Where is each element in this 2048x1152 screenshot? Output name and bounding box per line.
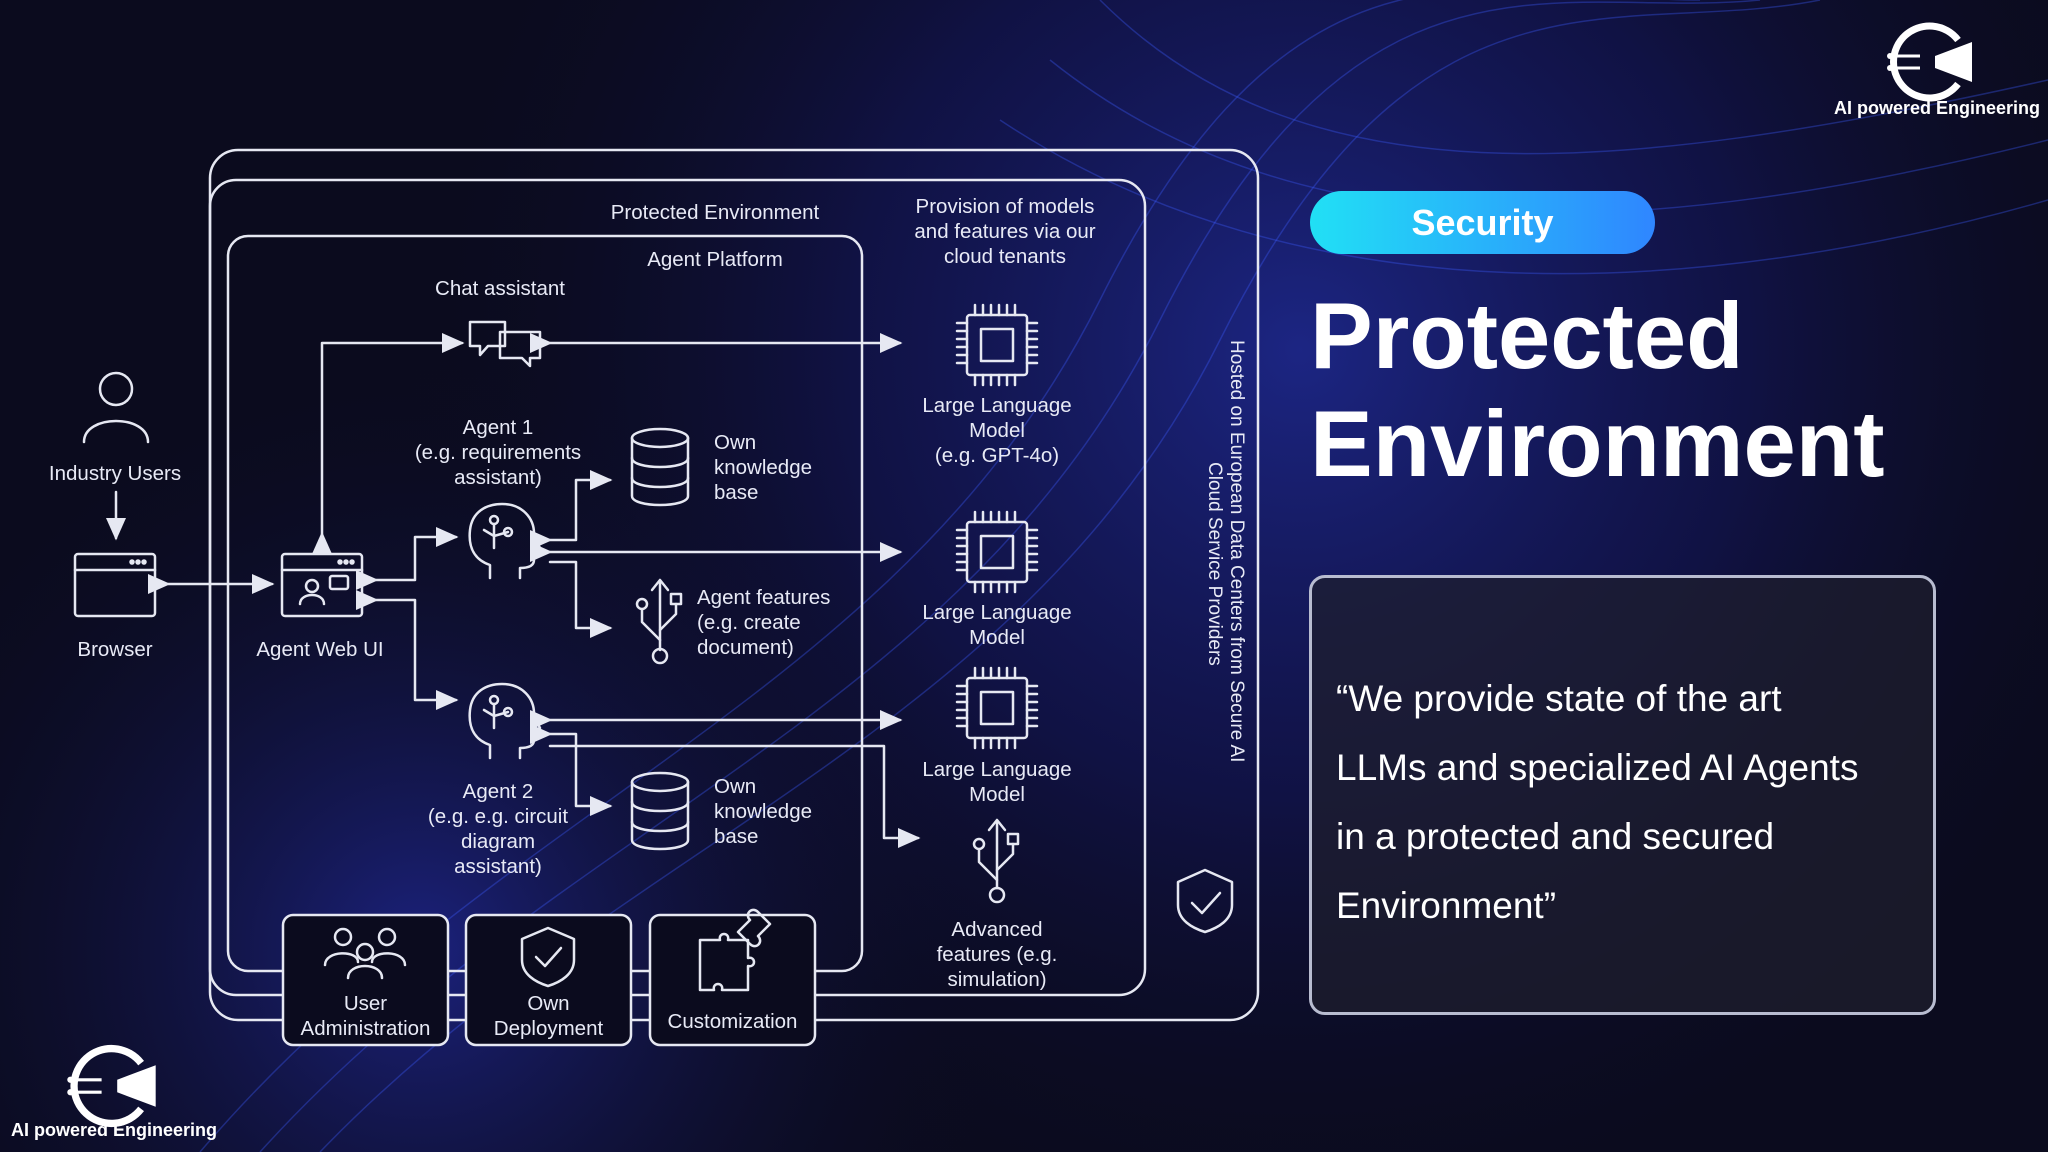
advanced-features-usb-icon xyxy=(972,818,1020,904)
agent-1-brain-icon xyxy=(468,502,542,580)
database-icon xyxy=(630,427,690,507)
protected-environment-frame xyxy=(208,178,1147,997)
hosted-line-1: Hosted on European Data Centers from Sec… xyxy=(1226,340,1245,762)
llm-1-label: Large Language Model (e.g. GPT-4o) xyxy=(922,394,1072,467)
llm-chip-icon xyxy=(955,666,1039,750)
title-line-1: Protected xyxy=(1310,283,1744,388)
usb-features-icon xyxy=(635,578,683,665)
agent-features-label: Agent features (e.g. create document) xyxy=(697,586,831,659)
brand-logo-icon xyxy=(1887,22,1972,102)
user-icon xyxy=(82,371,150,444)
provision-label: Provision of models and features via our… xyxy=(914,195,1096,268)
llm-chip-icon xyxy=(955,303,1039,387)
brand-name: AI powered Engineering xyxy=(1834,98,2041,118)
customization-label: Customization xyxy=(667,1010,798,1033)
llm-3-label: Large Language Model xyxy=(922,758,1072,806)
customization-box xyxy=(648,913,817,1047)
page-title: Protected Environment xyxy=(1310,282,2010,498)
title-line-2: Environment xyxy=(1310,391,1885,496)
brand-name: AI powered Engineering xyxy=(11,1120,218,1140)
browser-icon xyxy=(73,552,157,618)
connector-line xyxy=(548,744,921,848)
hosted-line-2: Cloud Service Providers xyxy=(1205,462,1225,666)
hosted-on-label: Hosted on European Data Centers from Sec… xyxy=(1205,340,1245,762)
quote-box xyxy=(1309,575,1936,1015)
agent-web-ui-label: Agent Web UI xyxy=(256,638,384,661)
database-icon xyxy=(630,771,690,851)
connector-line xyxy=(548,560,613,638)
advanced-features-label: Advanced features (e.g. simulation) xyxy=(936,918,1058,991)
connector-line xyxy=(356,527,459,590)
shield-check-icon xyxy=(520,926,576,988)
brand-logo-icon xyxy=(67,1044,156,1128)
agent-platform-label: Agent Platform xyxy=(647,248,783,271)
agent-2-label: Agent 2 (e.g. e.g. circuit diagram assis… xyxy=(427,780,569,878)
group-users-icon xyxy=(323,927,407,980)
agent-web-ui-icon xyxy=(280,552,364,618)
browser-label: Browser xyxy=(77,638,153,661)
quote-text: “We provide state of the art LLMs and sp… xyxy=(1336,678,1859,926)
llm-chip-icon xyxy=(955,510,1039,594)
own-deployment-label: Own Deployment xyxy=(493,992,604,1040)
chat-assistant-label: Chat assistant xyxy=(435,277,565,300)
knowledge-base-1-label: Own knowledge base xyxy=(714,431,813,504)
industry-users-label: Industry Users xyxy=(48,462,182,485)
own-deployment-box xyxy=(464,913,633,1047)
connector-line xyxy=(530,724,613,816)
user-administration-box xyxy=(281,913,450,1047)
knowledge-base-2-label: Own knowledge base xyxy=(714,775,813,848)
security-badge: Security xyxy=(1310,191,1655,254)
puzzle-icon xyxy=(698,908,772,992)
agent-2-brain-icon xyxy=(468,682,542,760)
llm-2-label: Large Language Model xyxy=(922,601,1072,649)
chat-bubbles-icon xyxy=(468,320,542,368)
shield-check-icon xyxy=(1176,868,1234,934)
protected-environment-label: Protected Environment xyxy=(610,201,820,224)
user-administration-label: User Administration xyxy=(300,992,431,1040)
agent-1-label: Agent 1 (e.g. requirements assistant) xyxy=(414,416,582,489)
connector-line xyxy=(312,333,465,554)
connector-line xyxy=(530,470,613,550)
connector-line xyxy=(356,590,459,710)
